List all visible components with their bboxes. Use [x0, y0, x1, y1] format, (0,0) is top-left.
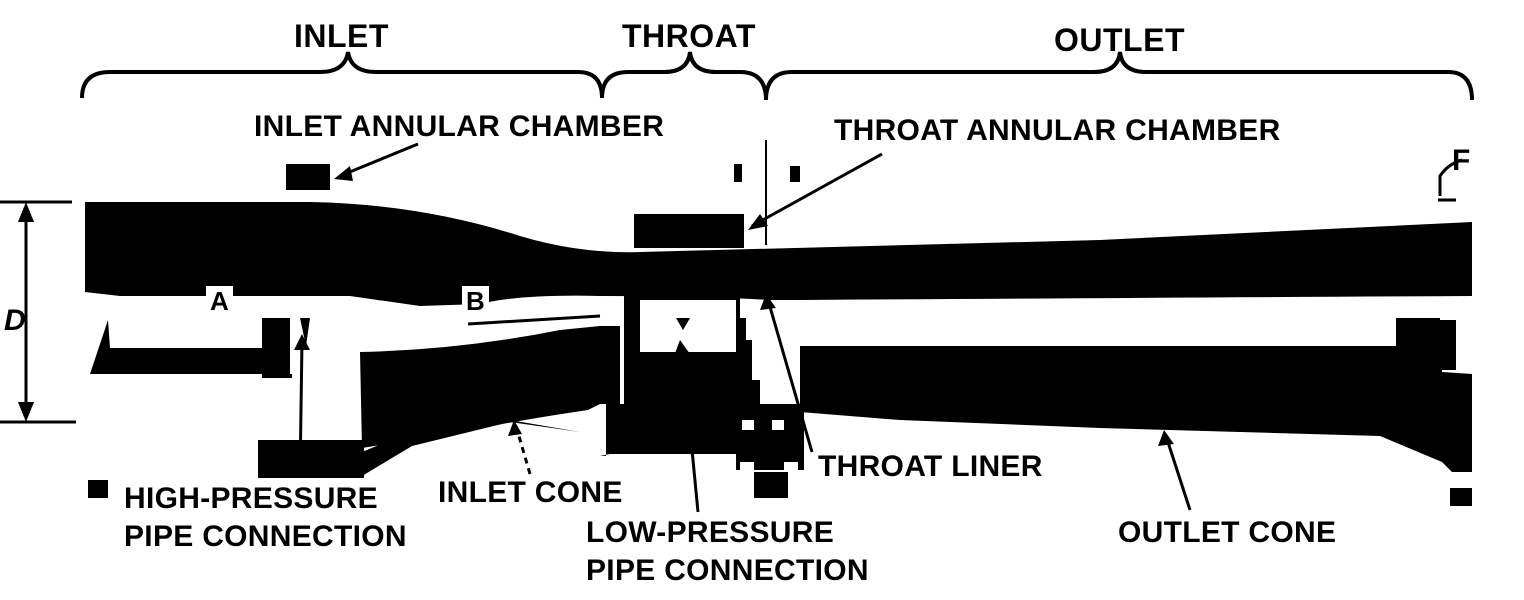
- leader-high-pressure: [298, 339, 304, 479]
- outlet-flange: [1440, 320, 1456, 370]
- section-label-throat: THROAT: [622, 18, 756, 54]
- section-f-mark: [1438, 158, 1463, 196]
- section-label-outlet: OUTLET: [1054, 22, 1185, 58]
- label-point-b: B: [462, 286, 489, 316]
- label-throat-annular-chamber: THROAT ANNULAR CHAMBER: [834, 114, 1281, 147]
- label-diameter-d: D: [4, 304, 26, 337]
- brace-outlet: [764, 51, 1474, 101]
- label-outlet-cone: OUTLET CONE: [1118, 516, 1337, 549]
- leader-outlet-cone: [1164, 435, 1192, 511]
- label-inlet-cone: INLET CONE: [438, 476, 623, 509]
- throat-annular-chamber-box: [634, 214, 744, 248]
- leader-inlet-cone: [514, 425, 532, 475]
- outlet-foot: [1450, 488, 1472, 506]
- label-high-pressure-2: PIPE CONNECTION: [124, 520, 407, 553]
- label-high-pressure-1: HIGH-PRESSURE: [124, 482, 378, 515]
- label-low-pressure-2: PIPE CONNECTION: [586, 554, 869, 587]
- outlet-flow-channel: [800, 348, 1396, 421]
- label-point-a: A: [206, 286, 233, 316]
- label-low-pressure-1: LOW-PRESSURE: [586, 516, 835, 549]
- section-label-inlet: INLET: [294, 18, 389, 54]
- leader-low-pressure: [680, 345, 700, 513]
- label-section-f: F: [1452, 144, 1471, 177]
- label-inlet-annular-chamber: INLET ANNULAR CHAMBER: [254, 110, 665, 143]
- leader-b: [467, 314, 601, 326]
- brace-inlet: [80, 51, 604, 99]
- leader-throat-chamber: [751, 152, 883, 228]
- inlet-foot: [88, 480, 108, 498]
- lower-flange-left: [258, 440, 364, 478]
- inlet-flange: [262, 318, 292, 378]
- brace-throat: [600, 51, 768, 101]
- upper-body: [85, 202, 1472, 306]
- throat-liner-block: [736, 404, 804, 470]
- inlet-annular-chamber-box: [286, 164, 330, 190]
- flow-channel: [360, 326, 620, 448]
- throat-foot: [754, 472, 788, 498]
- leader-throat-liner: [766, 299, 814, 453]
- leader-inlet-chamber: [339, 142, 419, 178]
- label-throat-liner: THROAT LINER: [818, 450, 1043, 483]
- throat-tap-cavity: [640, 300, 736, 352]
